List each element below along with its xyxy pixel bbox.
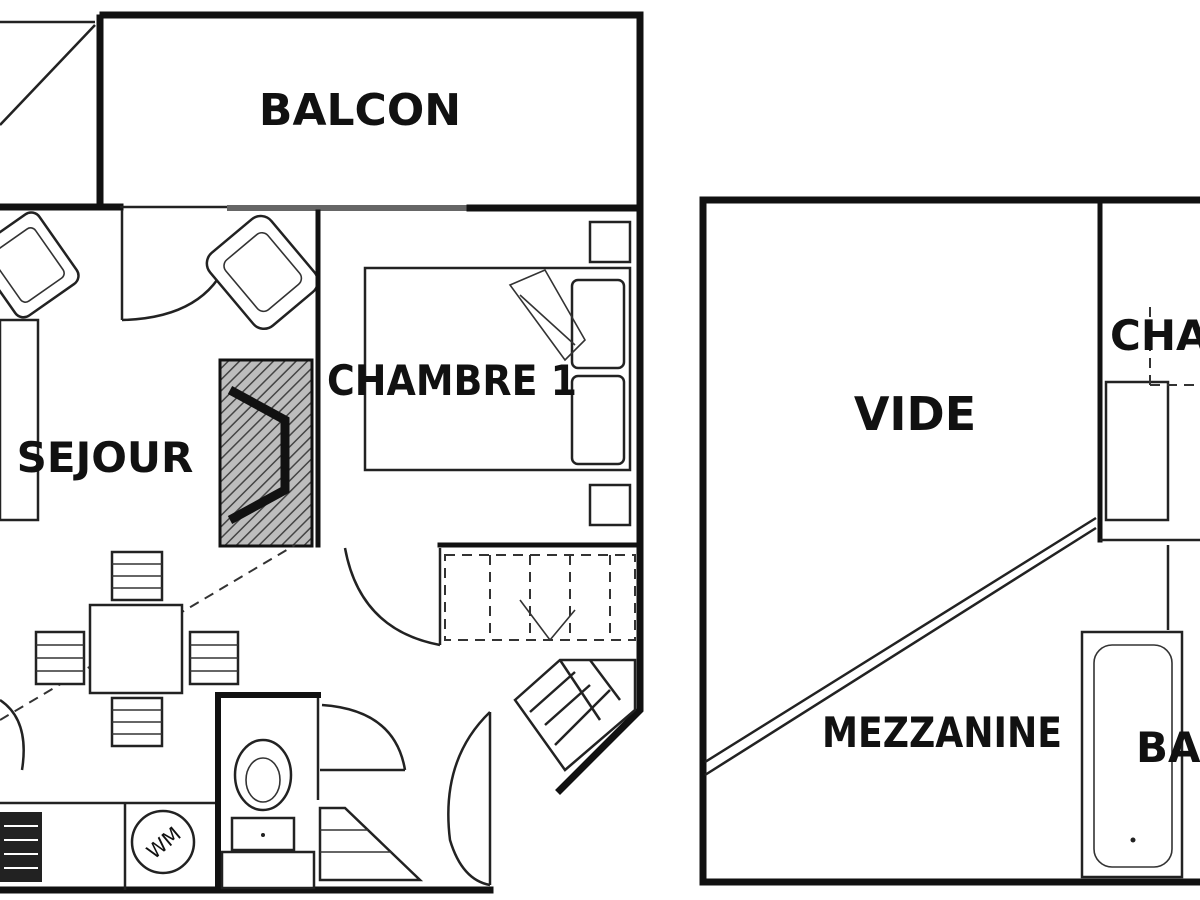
room-label-balcon: BALCON	[259, 85, 461, 136]
ground-floor-plan: WM BALCON SEJOUR CHAMBRE 1	[0, 11, 644, 894]
fireplace	[218, 358, 314, 548]
bathtub	[1080, 630, 1184, 879]
mezzanine-railing	[704, 516, 1097, 764]
dining-chair-top	[110, 550, 164, 602]
dining-chair-right	[188, 630, 240, 686]
nightstand-top	[588, 220, 632, 264]
mezzanine-floor-plan: VIDE MEZZANINE CHA BA	[699, 196, 1200, 886]
mezzanine-outer-wall	[699, 196, 1200, 886]
nightstand-bottom	[588, 483, 632, 527]
wc-room	[215, 692, 424, 893]
dining-chair-bottom	[110, 696, 164, 748]
balcony-outer-wall	[99, 11, 644, 209]
bed	[363, 266, 632, 472]
entrance-door-swing	[447, 711, 491, 887]
chambre-2-desk	[1104, 380, 1170, 522]
staircase	[444, 554, 637, 772]
left-door-swing	[0, 698, 25, 771]
room-label-chambre-2: CHA	[1110, 311, 1200, 360]
room-label-vide: VIDE	[854, 387, 976, 441]
mezzanine-railing-inner	[704, 526, 1097, 777]
armchair	[205, 214, 320, 331]
room-label-bain: BA	[1136, 723, 1200, 772]
sofa	[0, 318, 40, 522]
cooktop-icon	[0, 812, 42, 882]
bedroom-door-swing	[343, 547, 441, 647]
washing-machine: WM	[130, 809, 196, 875]
balcony-corner-diagonal	[0, 24, 96, 126]
room-label-chambre-1: CHAMBRE 1	[327, 356, 577, 405]
dining-chair-left	[34, 630, 86, 686]
room-label-mezzanine: MEZZANINE	[822, 708, 1062, 757]
room-label-sejour: SEJOUR	[17, 433, 194, 482]
dining-table	[88, 603, 184, 695]
armchair-left	[0, 211, 80, 319]
right-outer-wall	[555, 204, 644, 795]
